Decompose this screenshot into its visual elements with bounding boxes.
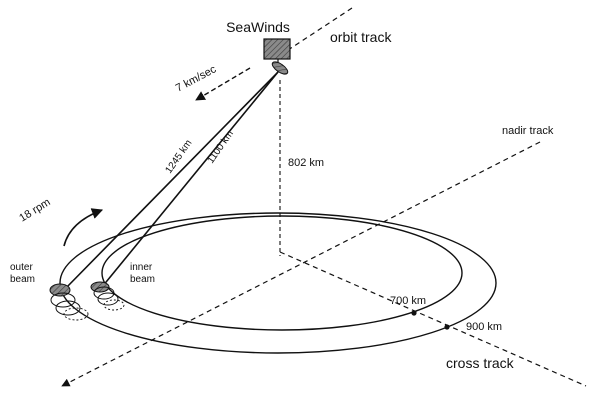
orbit-track-label: orbit track <box>330 29 392 45</box>
inner-radius-marker <box>411 310 417 316</box>
nadir-track-label: nadir track <box>502 125 554 137</box>
seawinds-instrument-icon <box>263 38 291 75</box>
cross-track-label: cross track <box>446 355 515 371</box>
inner-slant-range-label: 1100 km <box>205 129 236 166</box>
inner-beam-footprints <box>90 281 125 311</box>
inner-beam-line <box>101 71 279 288</box>
altitude-label: 802 km <box>288 157 324 169</box>
inner-radius-label: 700 km <box>390 295 426 307</box>
outer-beam-line <box>63 71 279 291</box>
instrument-title: SeaWinds <box>226 19 290 35</box>
outer-swath-ellipse <box>59 212 497 354</box>
outer-beam-footprints <box>49 283 89 321</box>
rotation-arrow <box>63 208 104 247</box>
rotation-label: 18 rpm <box>17 196 52 224</box>
outer-beam-label: outer beam <box>10 262 36 285</box>
inner-beam-label: inner beam <box>130 262 155 285</box>
outer-radius-marker <box>444 324 450 330</box>
orbit-track-line <box>281 7 353 55</box>
outer-slant-range-label: 1245 km <box>163 138 194 176</box>
velocity-arrow <box>195 67 251 101</box>
cross-track-line <box>279 251 587 387</box>
inner-swath-ellipse <box>101 215 463 331</box>
outer-radius-label: 900 km <box>466 321 502 333</box>
